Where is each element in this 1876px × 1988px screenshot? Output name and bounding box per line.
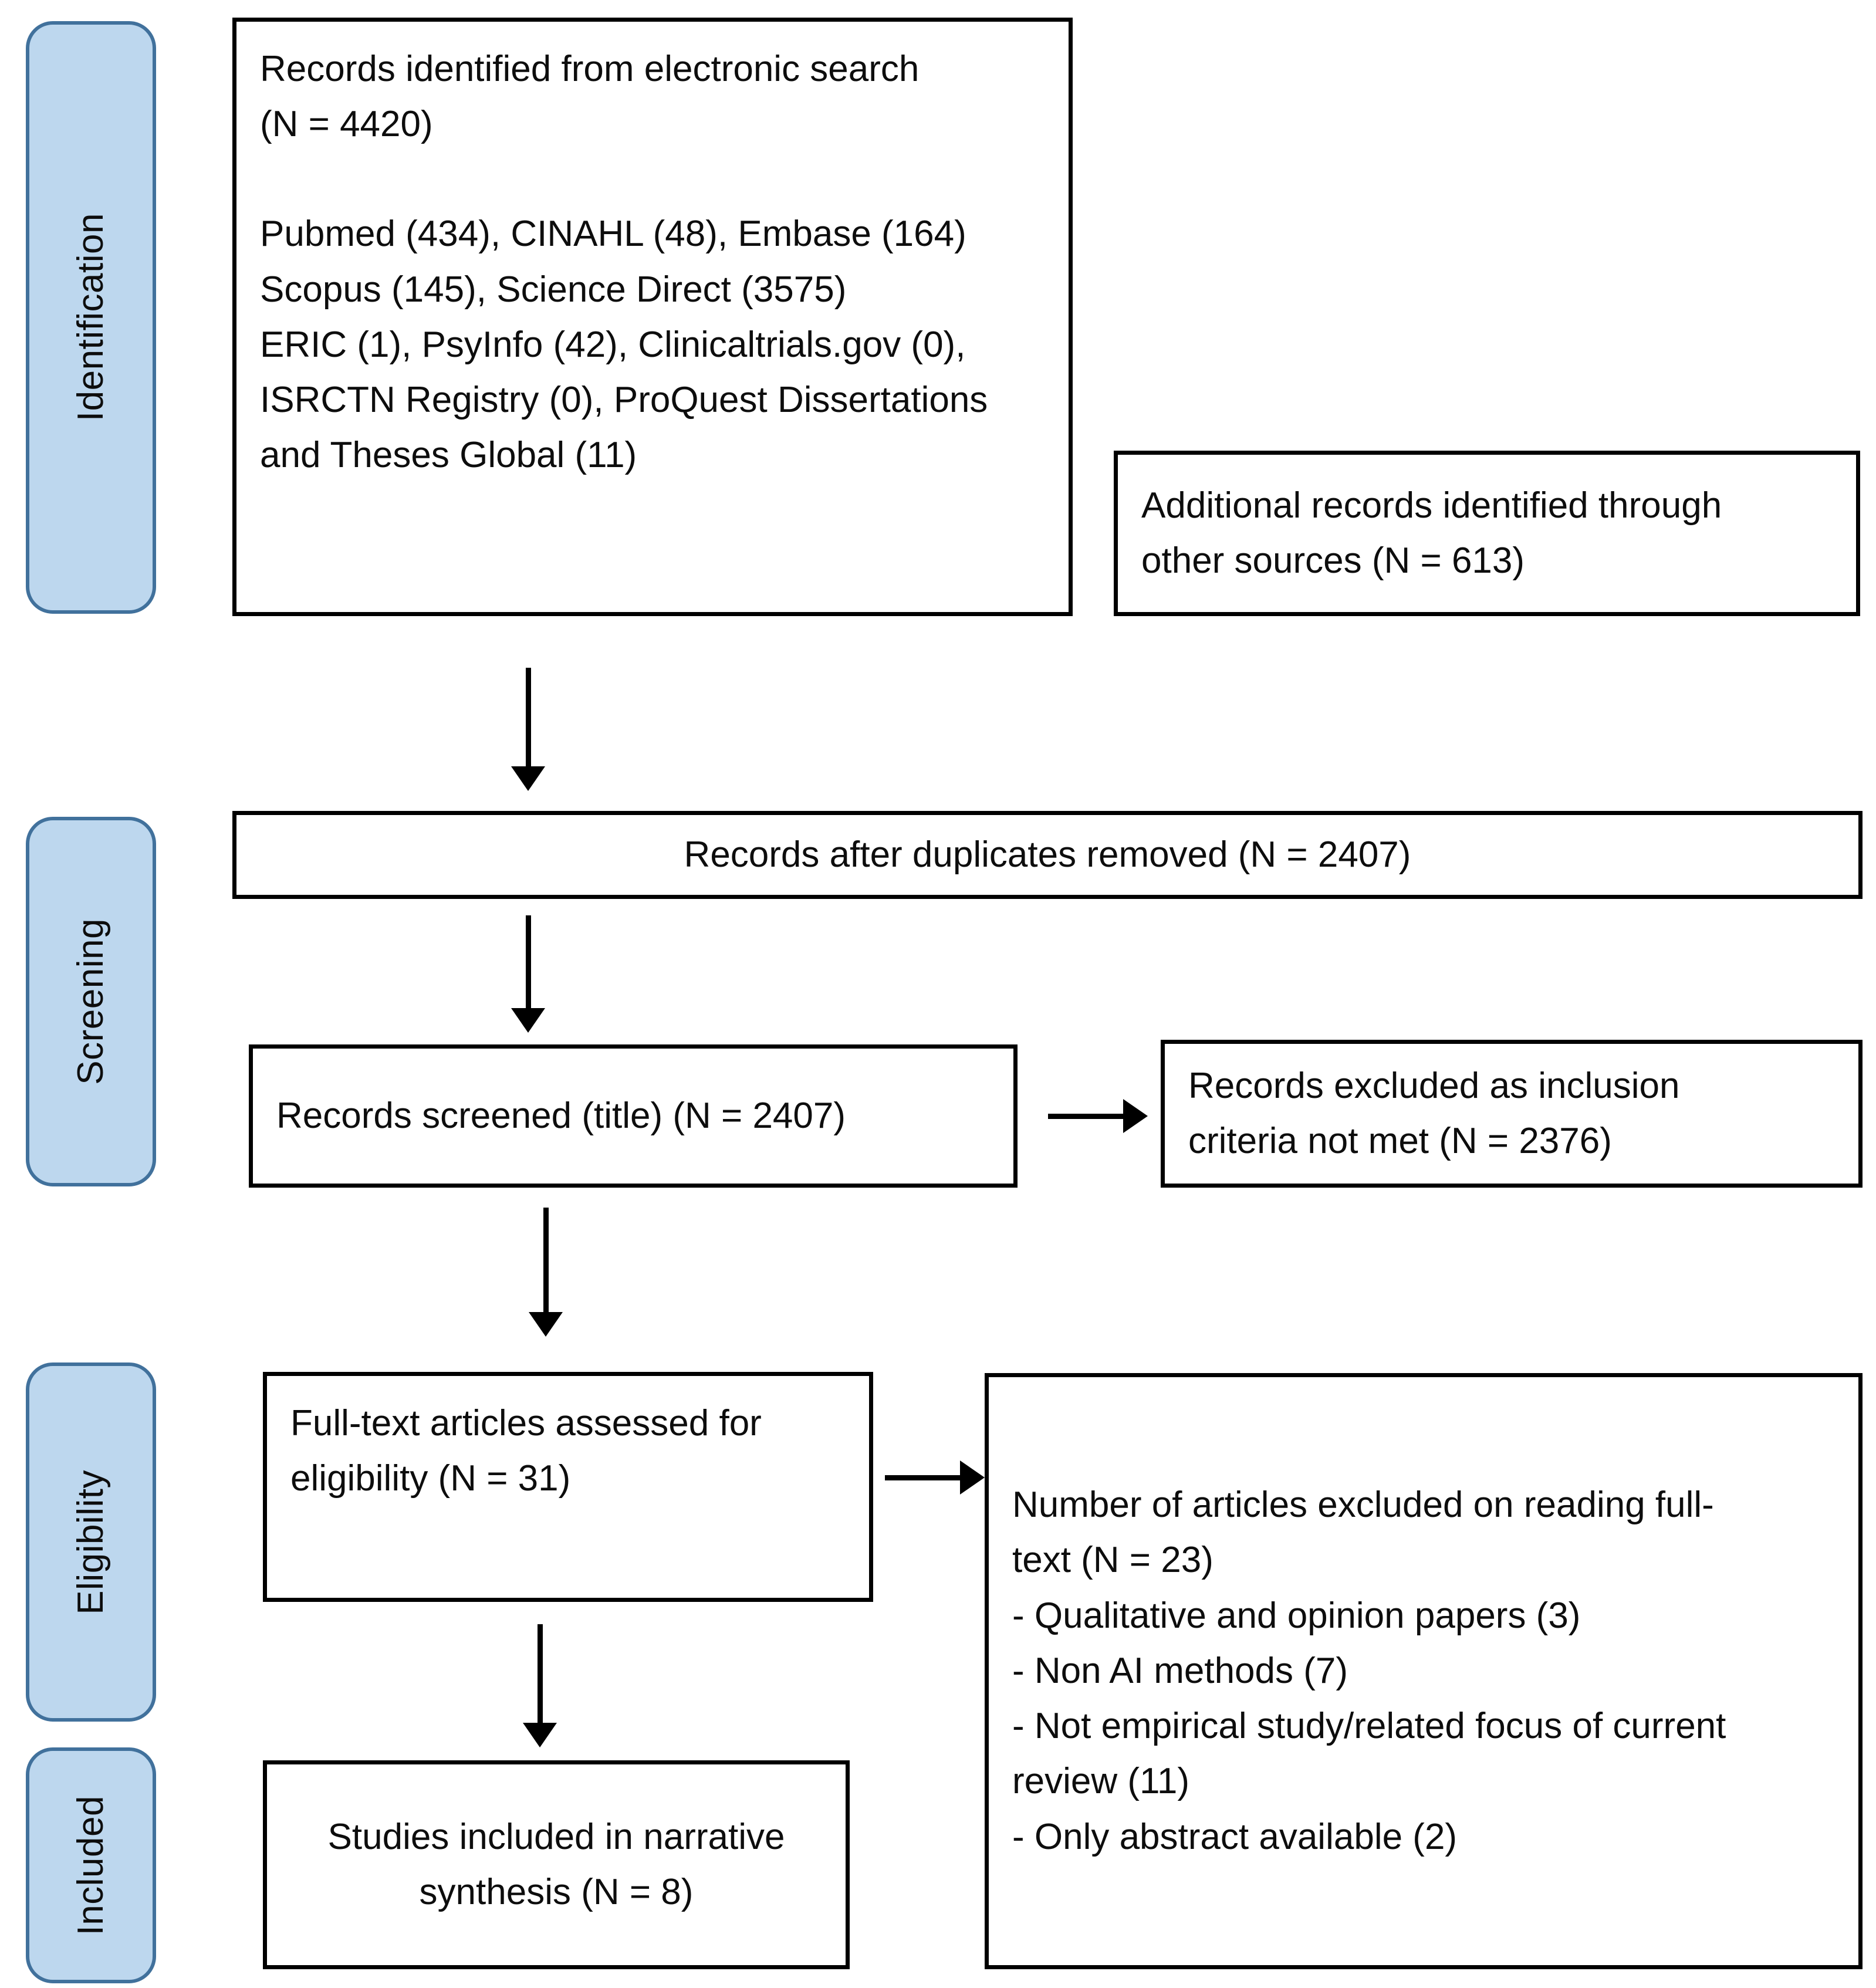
arrow-shaft <box>526 668 531 769</box>
arrow-fulltext-to-included <box>493 1624 587 1747</box>
records-identified-count: (N = 4420) <box>260 104 433 145</box>
arrow-head <box>511 766 545 791</box>
box-additional-records: Additional records identified through ot… <box>1114 451 1860 616</box>
arrow-head <box>960 1460 985 1495</box>
records-identified-source-line: ERIC (1), PsyInfo (42), Clinicaltrials.g… <box>260 324 966 365</box>
box-included-studies: Studies included in narrative synthesis … <box>263 1760 850 1969</box>
stage-pill-eligibility: Eligibility <box>26 1362 156 1722</box>
arrow-fulltext-to-excluded <box>885 1454 985 1501</box>
additional-records-text: Additional records identified through ot… <box>1141 478 1722 589</box>
arrow-head <box>529 1312 563 1337</box>
after-duplicates-text: Records after duplicates removed (N = 24… <box>684 834 1411 875</box>
records-excluded-line: criteria not met (N = 2376) <box>1188 1121 1612 1161</box>
included-studies-text: Studies included in narrative synthesis … <box>328 1810 785 1920</box>
stage-pill-screening: Screening <box>26 817 156 1186</box>
fulltext-excluded-reason: - Qualitative and opinion papers (3) <box>1012 1595 1581 1636</box>
arrow-head <box>511 1008 545 1033</box>
included-studies-line: synthesis (N = 8) <box>419 1872 694 1912</box>
fulltext-excluded-reason: - Not empirical study/related focus of c… <box>1012 1706 1726 1747</box>
box-records-screened: Records screened (title) (N = 2407) <box>249 1044 1018 1188</box>
included-studies-line: Studies included in narrative <box>327 1816 785 1857</box>
arrow-duplicates-to-screened <box>481 915 575 1033</box>
records-identified-source-line: Scopus (145), Science Direct (3575) <box>260 269 847 310</box>
arrow-identified-to-duplicates <box>481 668 575 791</box>
arrow-screened-to-fulltext <box>499 1208 593 1337</box>
fulltext-assessed-line: eligibility (N = 31) <box>290 1458 571 1499</box>
stage-label-screening: Screening <box>70 918 111 1085</box>
fulltext-excluded-heading-line: text (N = 23) <box>1012 1540 1214 1581</box>
arrow-shaft <box>526 915 531 1010</box>
records-identified-source-line: ISRCTN Registry (0), ProQuest Dissertati… <box>260 380 988 421</box>
arrow-shaft <box>543 1208 549 1314</box>
additional-records-line: other sources (N = 613) <box>1141 540 1525 581</box>
additional-records-line: Additional records identified through <box>1141 485 1722 526</box>
arrow-shaft <box>538 1624 543 1725</box>
records-screened-text: Records screened (title) (N = 2407) <box>276 1095 846 1136</box>
arrow-shaft <box>885 1475 960 1480</box>
box-records-identified: Records identified from electronic searc… <box>232 18 1073 616</box>
box-fulltext-assessed: Full-text articles assessed for eligibil… <box>263 1372 873 1602</box>
records-identified-source-line: Pubmed (434), CINAHL (48), Embase (164) <box>260 214 966 255</box>
stage-pill-identification: Identification <box>26 21 156 614</box>
records-identified-heading: Records identified from electronic searc… <box>260 42 1045 97</box>
box-records-excluded: Records excluded as inclusion criteria n… <box>1161 1040 1863 1188</box>
box-fulltext-excluded: Number of articles excluded on reading f… <box>985 1373 1863 1969</box>
records-excluded-line: Records excluded as inclusion <box>1188 1065 1680 1106</box>
stage-pill-included: Included <box>26 1747 156 1983</box>
records-excluded-text: Records excluded as inclusion criteria n… <box>1188 1059 1835 1169</box>
arrow-shaft <box>1048 1114 1123 1119</box>
stage-label-identification: Identification <box>70 213 111 422</box>
box-after-duplicates: Records after duplicates removed (N = 24… <box>232 811 1863 899</box>
fulltext-excluded-reason: review (11) <box>1012 1761 1190 1802</box>
arrow-screened-to-excluded <box>1048 1093 1148 1140</box>
fulltext-excluded-text: Number of articles excluded on reading f… <box>1012 1478 1726 1865</box>
fulltext-excluded-reason: - Only abstract available (2) <box>1012 1816 1458 1857</box>
records-identified-spacer <box>260 152 1045 207</box>
stage-label-included: Included <box>70 1795 111 1936</box>
records-identified-heading-rest: from electronic search <box>551 49 920 89</box>
stage-label-eligibility: Eligibility <box>70 1469 111 1615</box>
fulltext-excluded-reason: - Non AI methods (7) <box>1012 1650 1348 1691</box>
arrow-head <box>523 1723 557 1747</box>
arrow-head <box>1123 1099 1148 1133</box>
records-identified-source-line: and Theses Global (11) <box>260 435 637 476</box>
records-identified-heading-bold: Records identified <box>260 49 552 89</box>
fulltext-excluded-heading-line: Number of articles excluded on reading f… <box>1012 1485 1714 1526</box>
fulltext-assessed-line: Full-text articles assessed for <box>290 1403 762 1443</box>
